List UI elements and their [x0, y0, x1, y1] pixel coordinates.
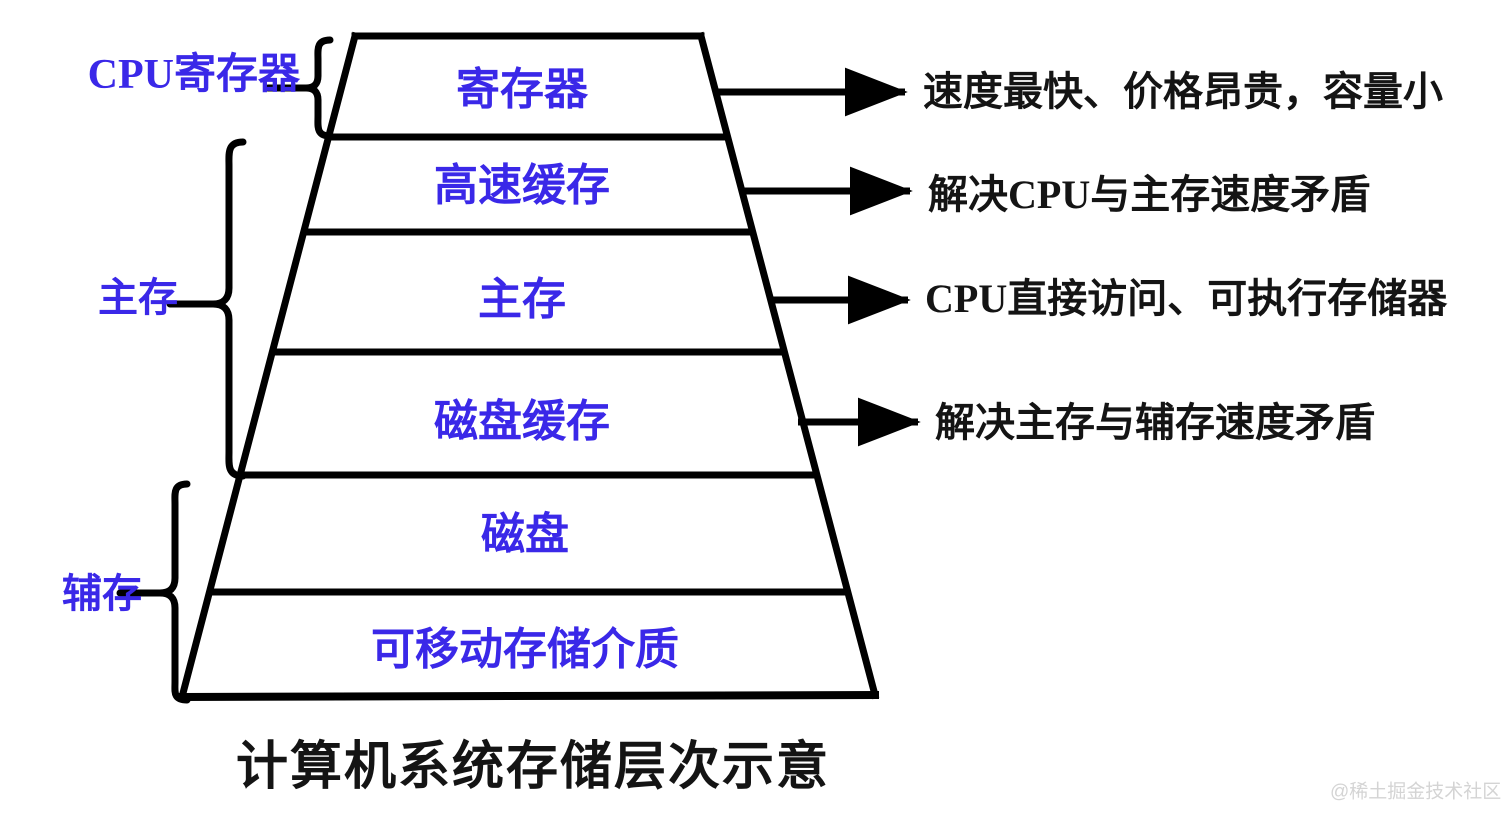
note-main-memory: CPU直接访问、可执行存储器 [925, 276, 1448, 321]
tier-label-register: 寄存器 [456, 65, 588, 114]
group-label-auxiliary-memory: 辅存 [62, 571, 142, 616]
annotation-arrows [713, 67, 921, 447]
tier-label-disk-cache: 磁盘缓存 [434, 397, 610, 446]
brace-main-memory [166, 138, 247, 480]
pyramid-outline [177, 31, 880, 702]
diagram-caption: 计算机系统存储层次示意 [235, 739, 831, 796]
watermark: @稀土掘金技术社区 [1330, 781, 1502, 803]
tier-label-removable-media: 可移动存储介质 [371, 625, 679, 674]
tier-label-main-memory: 主存 [478, 275, 566, 324]
group-label-main-memory: 主存 [98, 275, 178, 320]
note-register: 速度最快、价格昂贵，容量小 [923, 69, 1443, 114]
brace-auxiliary-memory [116, 480, 191, 704]
pyramid-dividers [212, 133, 848, 596]
brace-cpu-register [264, 36, 334, 140]
note-cache: 解决CPU与主存速度矛盾 [928, 172, 1371, 217]
note-disk-cache: 解决主存与辅存速度矛盾 [935, 400, 1375, 445]
tier-label-disk: 磁盘 [481, 510, 569, 559]
tier-label-cache: 高速缓存 [434, 161, 610, 210]
group-label-cpu-register: CPU寄存器 [87, 52, 300, 98]
